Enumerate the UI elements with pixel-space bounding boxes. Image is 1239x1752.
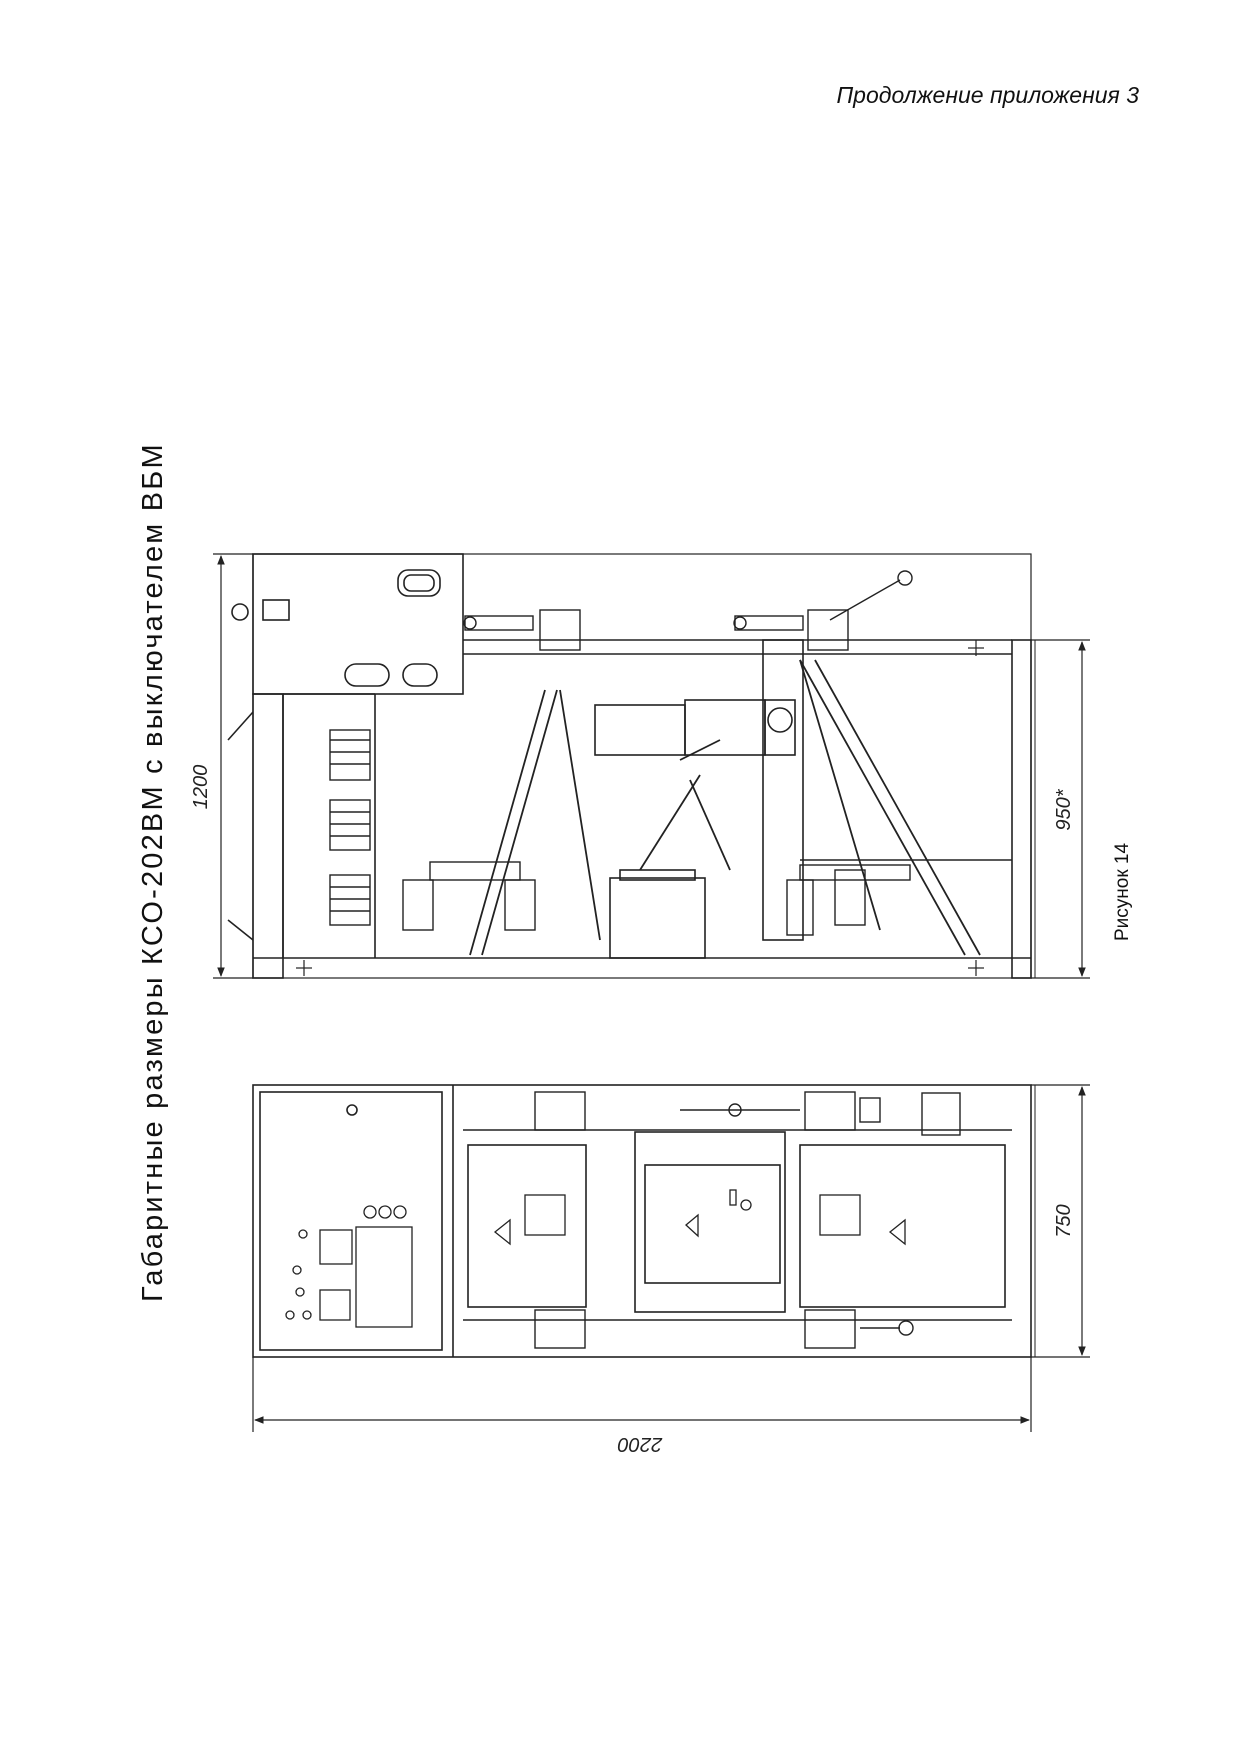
relay-panel-devices (285, 1205, 413, 1328)
compartment-left (467, 1144, 587, 1308)
warning-sign-icon (493, 1189, 906, 1246)
insulator-stack-left (329, 729, 371, 926)
plan-view (252, 1084, 1036, 1358)
disconnector-drives-plan (534, 1091, 961, 1349)
relay-window (397, 569, 441, 597)
dim-height-frame: 950* (1053, 788, 1075, 830)
relay-compartment (252, 553, 464, 695)
dim-depth: 750 (1053, 1204, 1075, 1237)
dim-width: 2200 (618, 1433, 664, 1455)
vacuum-breaker (594, 704, 686, 756)
relay-cabinet-plan (259, 1091, 443, 1351)
compartment-center (634, 1131, 786, 1313)
current-transformer (609, 877, 706, 959)
side-view (227, 553, 1036, 979)
dimension-lines-side (213, 553, 1090, 979)
dimension-lines-plan (252, 1084, 1090, 1432)
dim-height-total: 1200 (190, 765, 212, 810)
compartment-right (799, 1144, 1006, 1308)
insulators-bottom (402, 861, 911, 936)
page-header: Продолжение приложения 3 (836, 82, 1140, 108)
disconnector-rods (469, 659, 981, 956)
operating-handles (463, 570, 913, 651)
